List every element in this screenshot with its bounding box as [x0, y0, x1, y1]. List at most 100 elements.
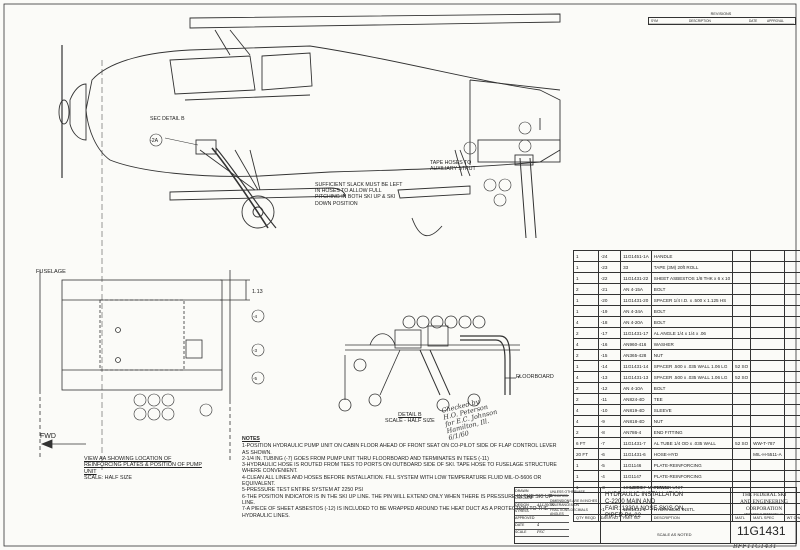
- note-item: 7-A PIECE OF SHEET ASBESTOS (-12) IS INC…: [242, 506, 549, 519]
- bom-cell: [732, 404, 752, 416]
- signoff-key: STRESS: [515, 509, 529, 514]
- view-aa-floor: [61, 279, 223, 391]
- bom-cell: 2: [573, 426, 599, 438]
- bom-cell: TEE: [650, 393, 734, 405]
- title-block-title: HYDRAULIC INSTALLATION C-2200 MAIN AND F…: [601, 488, 731, 543]
- bom-cell: [732, 327, 752, 339]
- bom-cell: 2: [573, 382, 599, 394]
- bom-cell: 1: [573, 250, 599, 262]
- bom-cell: HOSE-HYD: [650, 448, 734, 460]
- bom-cell: [783, 393, 800, 405]
- bom-header-cell: MATL SPEC: [750, 514, 785, 522]
- bom-cell: [783, 360, 800, 372]
- bom-cell: 11G1431-17: [620, 327, 652, 339]
- bom-cell: 4: [573, 404, 599, 416]
- bom-cell: 11G1451-1A: [620, 250, 652, 262]
- bom-cell: -12: [597, 382, 622, 394]
- note-item: 6-THE POSITION INDICATOR IS IN THE SKI U…: [242, 493, 553, 506]
- drawing-title-line: PIPER PA-22: [605, 513, 641, 519]
- bom-cell: -15: [597, 349, 622, 361]
- stamp-line: DIMENSIONS ARE IN INCHES: [550, 498, 598, 503]
- bom-cell: 1: [573, 261, 599, 273]
- bom-cell: [750, 261, 785, 273]
- bom-cell: AL TUBE 1/4 OD x .035 WALL: [650, 437, 734, 449]
- bom-cell: -13: [597, 371, 622, 383]
- bom-cell: BOLT: [650, 305, 734, 317]
- signoff-value: PSC: [537, 529, 545, 534]
- bom-cell: [732, 283, 752, 295]
- bom-cell: 4: [573, 338, 599, 350]
- bom-cell: [750, 459, 785, 471]
- title-block-company: THE FEDERAL SKI AND ENGINEERING CORPORAT…: [731, 488, 796, 543]
- svg-text:-3: -3: [253, 348, 258, 353]
- signoff-key: CHECKED: [515, 495, 533, 500]
- bom-cell: -17: [597, 327, 622, 339]
- bom-cell: 11G1431-22: [620, 272, 652, 284]
- signoff-key: DATE: [515, 523, 525, 527]
- bom-cell: 1: [573, 305, 599, 317]
- bom-cell: [750, 393, 785, 405]
- bom-cell: [783, 404, 800, 416]
- fwd-arrow-label: FWD: [40, 433, 56, 440]
- bom-cell: [750, 349, 785, 361]
- bom-cell: [750, 250, 785, 262]
- signoff-row: APPROVED: [515, 515, 569, 523]
- bom-cell: [732, 415, 752, 427]
- bom-cell: [783, 426, 800, 438]
- bom-cell: AN824-4D: [620, 393, 652, 405]
- bom-cell: SHEET ASBESTOS 1/8 THK x 6 x 10: [650, 272, 734, 284]
- bom-cell: SLEEVE: [650, 404, 734, 416]
- bom-cell: [783, 349, 800, 361]
- bom-cell: 4: [573, 415, 599, 427]
- bom-cell: [783, 250, 800, 262]
- bom-cell: [750, 426, 785, 438]
- bom-cell: 2: [573, 349, 599, 361]
- bom-cell: HANDLE: [650, 250, 734, 262]
- view-aa-caption: VIEW AA SHOWING LOCATION OF REINFORCING …: [84, 456, 204, 482]
- bom-cell: AN 4-10A: [620, 382, 652, 394]
- fuselage: [85, 45, 561, 177]
- bom-cell: [783, 283, 800, 295]
- bom-cell: BOLT: [650, 316, 734, 328]
- bom-header-cell: DESCRIPTION: [650, 514, 734, 522]
- note-item: 2-1/4 IN. TUBING (-7) GOES FROM PUMP UNI…: [242, 455, 489, 462]
- bom-cell: [732, 294, 752, 306]
- revisions-block: REVISIONS SYM DESCRIPTION DATE APPROVAL: [648, 12, 796, 25]
- bom-cell: 2: [573, 283, 599, 295]
- bom-cell: [732, 470, 752, 482]
- bom-cell: -11: [597, 393, 622, 405]
- bom-cell: [750, 415, 785, 427]
- bom-cell: [750, 305, 785, 317]
- scale-label: SCALE AS NOTED: [657, 532, 692, 537]
- bom-cell: 11G1431-13: [620, 371, 652, 383]
- bom-cell: [783, 415, 800, 427]
- bom-cell: 2: [573, 327, 599, 339]
- bom-header-cell: MATL: [732, 514, 752, 522]
- bom-cell: [732, 349, 752, 361]
- spinner: [58, 99, 70, 125]
- bom-cell: 1: [573, 294, 599, 306]
- signoff-value: 4: [537, 523, 540, 527]
- detail-b-drawing: [338, 315, 521, 412]
- bom-cell: [783, 448, 800, 460]
- bom-cell: [783, 327, 800, 339]
- bom-cell: NUT: [650, 349, 734, 361]
- drawing-title-line: FAIR: 1330A NOSE SKIS ON: [605, 506, 684, 512]
- bom-cell: [783, 316, 800, 328]
- signoff-key: SCALE: [515, 529, 527, 534]
- view-aa: [39, 270, 250, 460]
- bom-cell: [783, 382, 800, 394]
- bom-cell: [783, 459, 800, 471]
- top-balloons: [149, 121, 532, 207]
- notes-title: NOTES: [242, 436, 260, 442]
- hydraulic-hose: [211, 147, 269, 229]
- bom-cell: 11G1147: [620, 470, 652, 482]
